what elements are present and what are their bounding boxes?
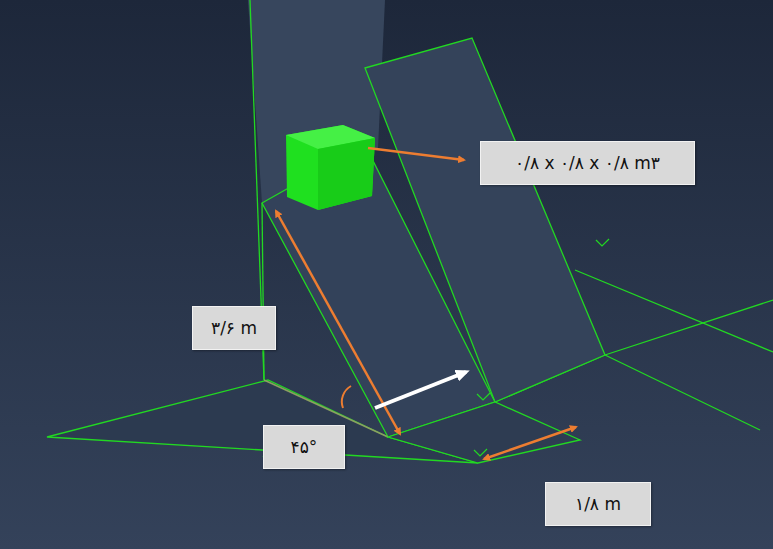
width-dimension: ۱/۸ m [545,482,651,526]
block [286,125,375,210]
volume-dimension: ۰/۸ x ۰/۸ x ۰/۸ m۳ [480,141,695,185]
length-dimension: ۳/۶ m [192,306,276,350]
angle-dimension: ۴۵° [263,425,345,469]
